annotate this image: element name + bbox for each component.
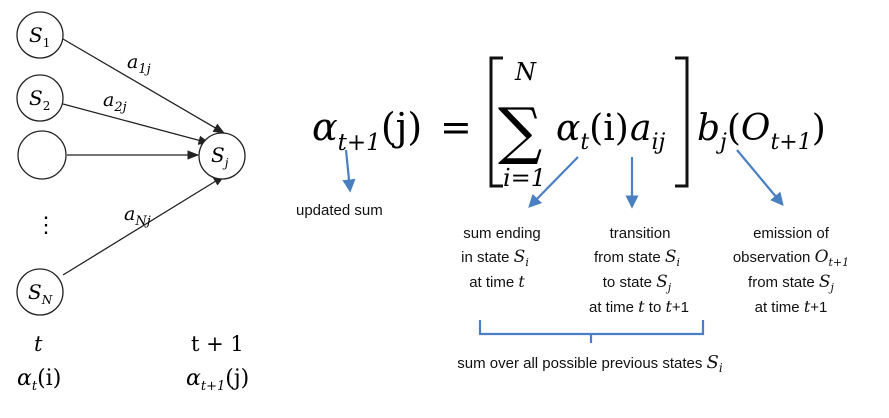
node-sn-label: SN: [28, 280, 53, 307]
note-sum-over: sum over all possible previous states Si: [457, 352, 723, 375]
node-s2: S2: [16, 74, 64, 122]
callout-arrow-updated-sum: [342, 149, 356, 193]
edge-sn-sj: [62, 175, 225, 276]
note-transition-line4: at time t to t+1: [589, 297, 689, 316]
equals-sign: =: [440, 105, 472, 149]
note-emission-line3: from state Sj: [748, 272, 835, 294]
annotations: updated sum sum ending in state Si at ti…: [296, 202, 849, 375]
equation-lhs: αt+1(j): [312, 105, 422, 156]
time-t-plus-1-label: t + 1: [191, 332, 244, 356]
node-sj-label: Sj: [211, 143, 229, 170]
note-updated-sum: updated sum: [296, 202, 383, 219]
node-sj: Sj: [198, 132, 246, 180]
note-sum-ending-line2: in state Si: [461, 247, 529, 269]
sum-upper-limit: N: [514, 58, 537, 86]
note-transition-line1: transition: [610, 225, 671, 242]
sum-lower-limit: i=1: [503, 164, 546, 192]
note-emission-line1: emission of: [753, 225, 830, 242]
callout-arrow-sum-ending: [528, 156, 579, 208]
term-alpha: αt(i): [556, 108, 629, 155]
note-transition-line2: from state Si: [594, 247, 680, 269]
edge-s2-sj: [62, 103, 211, 145]
note-sum-ending-line3: at time t: [469, 272, 525, 291]
left-bracket: [489, 56, 503, 188]
node-empty: [17, 130, 67, 180]
note-emission-line4: at time t+1: [755, 297, 828, 316]
edge-label-a1j: a1j: [127, 51, 151, 77]
note-transition-line3: to state Sj: [603, 272, 672, 294]
callout-arrow-emission: [736, 149, 784, 207]
node-s1-label: S1: [29, 23, 50, 50]
summation-symbol: ∑: [498, 94, 542, 167]
node-ellipsis: ⋮: [35, 213, 57, 238]
trellis: a1j a2j aNj S1 S2 ⋮ SN Sj t αt(i) t + 1 …: [16, 11, 249, 394]
right-bracket: [675, 56, 689, 188]
forward-equation: αt+1(j) = N ∑ i=1 αt(i) aij bj(Ot+1): [312, 56, 826, 192]
term-transition: aij: [630, 108, 666, 155]
node-s2-label: S2: [29, 86, 50, 113]
node-s1: S1: [16, 11, 64, 59]
alpha-t-plus-1-label: αt+1(j): [186, 366, 249, 394]
edge-label-a2j: a2j: [103, 89, 127, 115]
sum-over-bracket: [478, 320, 705, 343]
edge-s1-sj: [62, 38, 226, 134]
time-t-label: t: [34, 332, 43, 356]
note-emission-line2: observation Ot+1: [733, 247, 849, 269]
term-emission: bj(Ot+1): [697, 108, 826, 155]
node-sn: SN: [16, 268, 64, 316]
note-sum-ending-line1: sum ending: [463, 225, 541, 242]
callout-arrows: [342, 149, 784, 343]
alpha-t-label: αt(i): [17, 366, 61, 394]
edge-label-anj: aNj: [124, 203, 151, 229]
